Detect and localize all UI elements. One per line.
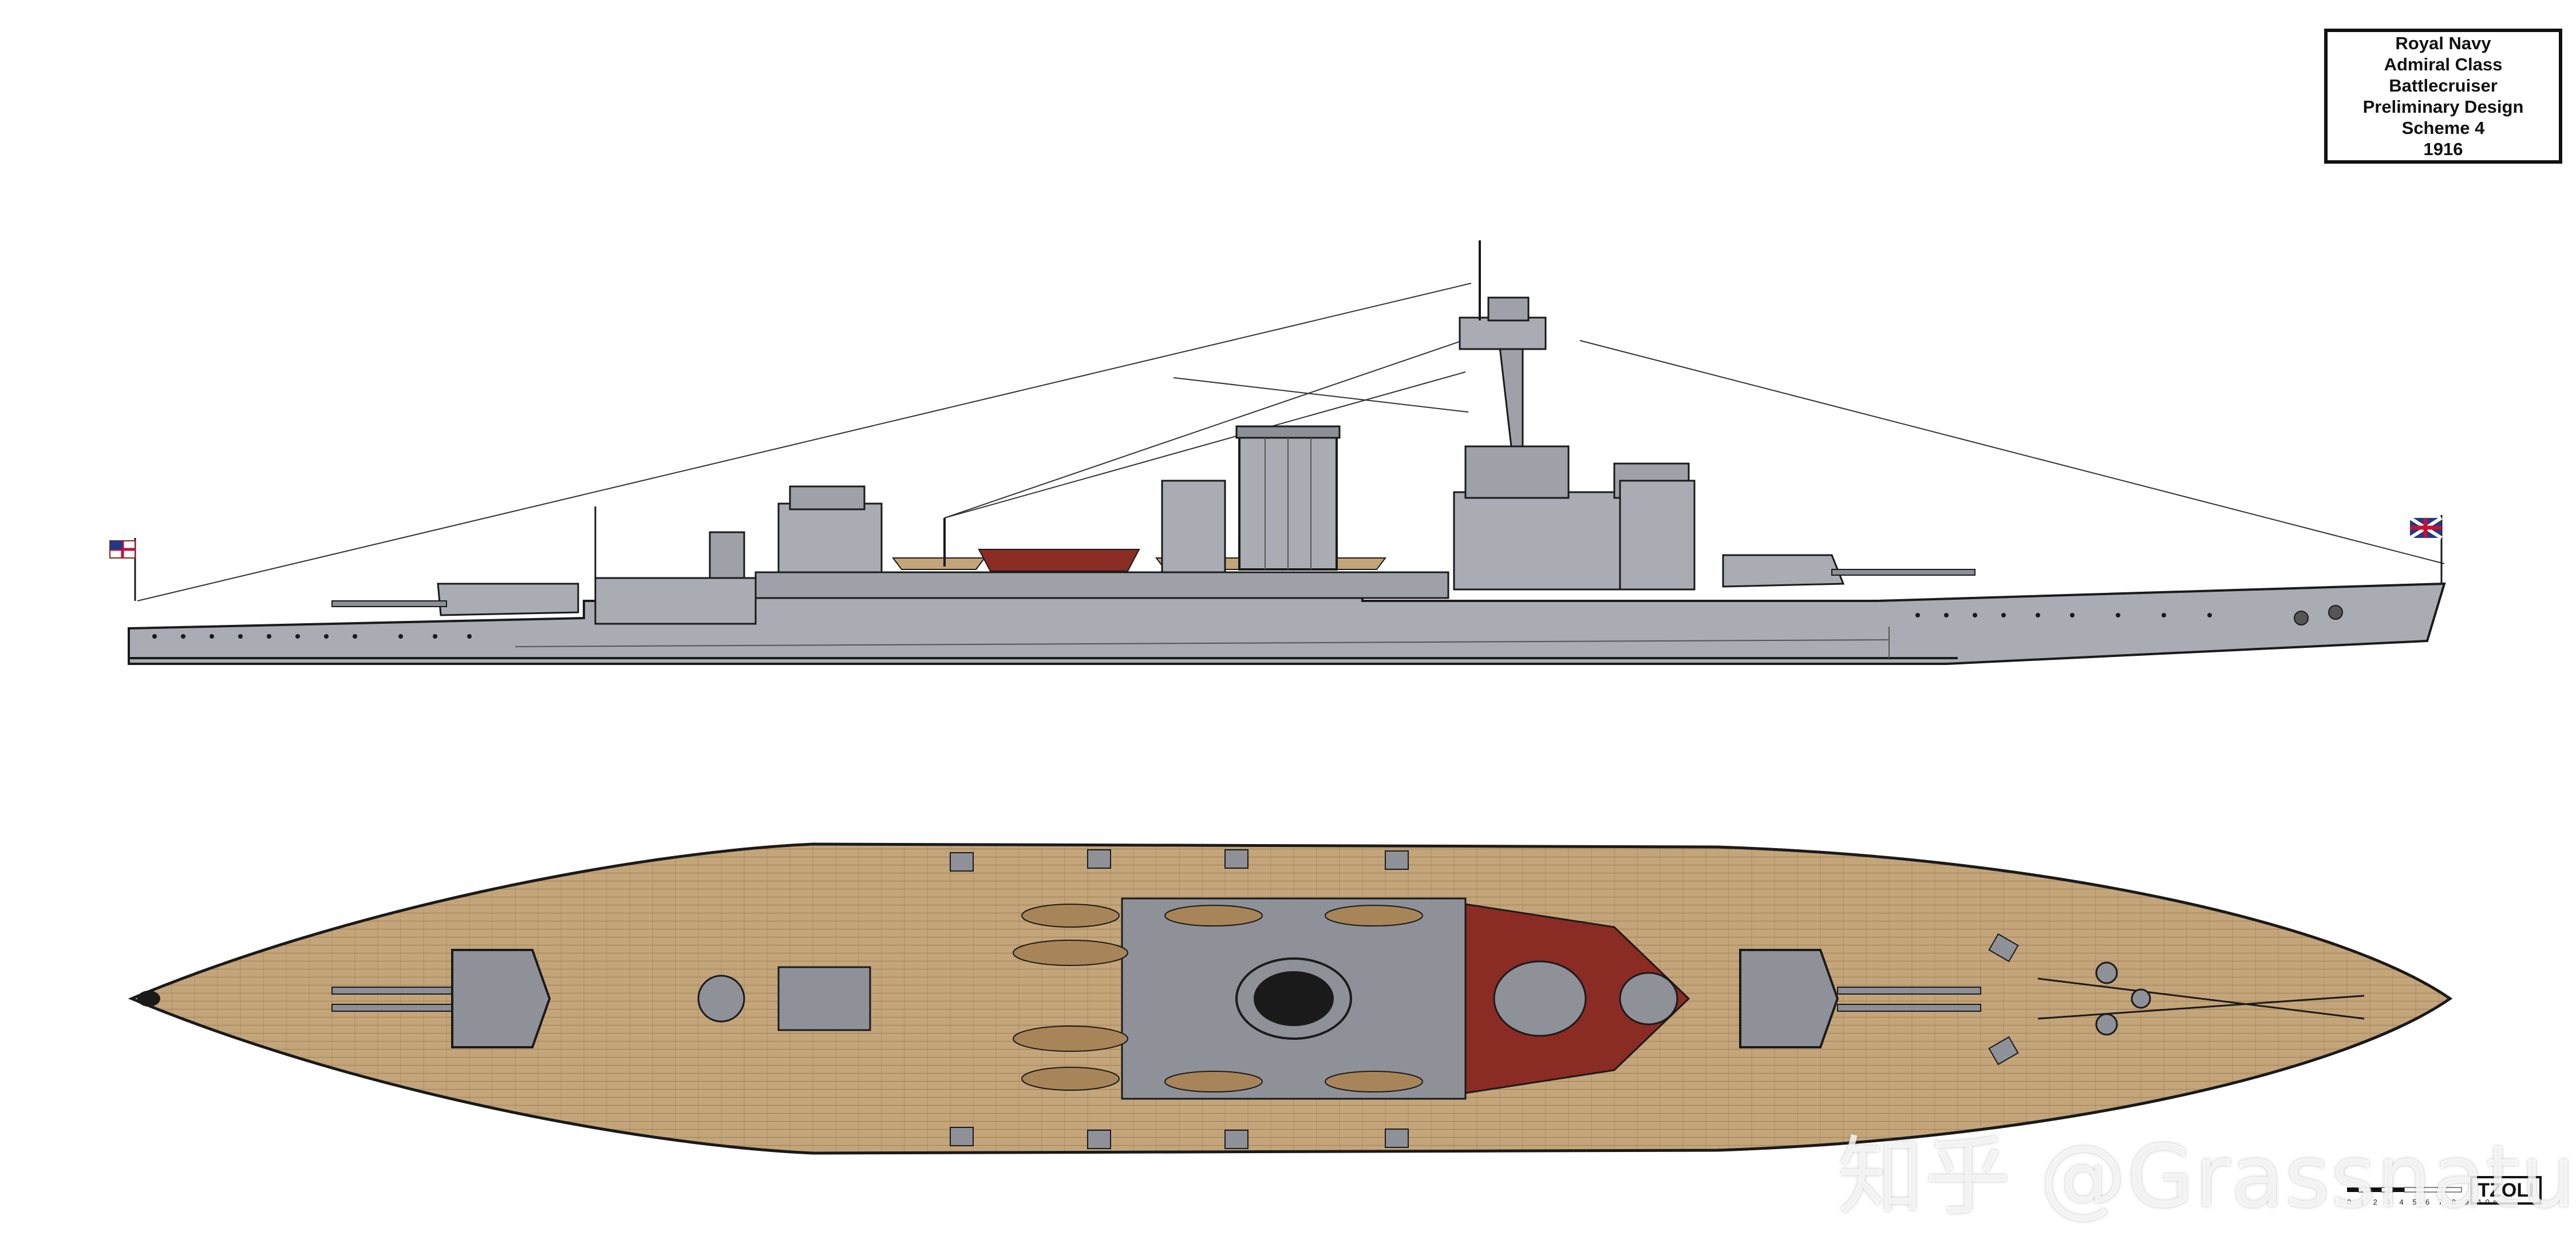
- aft-turret-plan: [331, 949, 551, 1048]
- title-line-3: Battlecruiser: [2389, 76, 2498, 96]
- aft-director-plan: [697, 975, 745, 1023]
- forward-turret-plan: [1739, 949, 1981, 1048]
- funnel-opening: [1254, 971, 1334, 1026]
- secondary-guns: [950, 849, 2019, 1149]
- forward-gun-barrels: [1831, 569, 1976, 576]
- anchors: [2294, 605, 2343, 625]
- title-line-6: 1916: [2423, 139, 2463, 159]
- bow-jack: [2409, 515, 2443, 584]
- plan-boats: [1013, 904, 1423, 1092]
- scale-bar: [2347, 1187, 2462, 1193]
- aft-tower-plan: [777, 966, 871, 1031]
- aft-superstructure: [594, 577, 757, 625]
- bridge-plan: [1493, 960, 1587, 1037]
- forward-superstructure: [1453, 240, 1696, 591]
- artist-signature: TZOLI: [2470, 1176, 2542, 1205]
- plan-view: [128, 842, 2453, 1155]
- stern-ensign: [109, 538, 136, 601]
- scale-bar-labels: 0 1 2 3 4 5 6 7 8 9 10m: [2347, 1198, 2503, 1206]
- title-line-5: Scheme 4: [2401, 118, 2485, 138]
- main-deckhouse: [754, 571, 1449, 599]
- title-block: Royal Navy Admiral Class Battlecruiser P…: [2324, 29, 2562, 164]
- forward-turret-b: [1722, 554, 1845, 588]
- aft-funnel-platform: [1161, 480, 1226, 573]
- watermark: 知乎 @Grassnature: [1838, 1127, 2576, 1227]
- title-line-1: Royal Navy: [2395, 33, 2491, 53]
- armor-belt-line: [515, 639, 1890, 647]
- spotting-top: [1459, 316, 1547, 350]
- portholes: [152, 613, 2212, 639]
- aft-turret: [437, 583, 579, 616]
- side-profile: [109, 240, 2446, 665]
- stern-fitting: [137, 991, 160, 1007]
- title-line-4: Preliminary Design: [2362, 97, 2524, 117]
- bow-fittings: [2037, 961, 2365, 1036]
- title-line-2: Admiral Class: [2384, 54, 2503, 74]
- rigging-lines: [137, 283, 2445, 601]
- funnel: [1235, 425, 1341, 571]
- aft-gun-barrels: [331, 600, 447, 607]
- aft-control-tower: [777, 502, 883, 579]
